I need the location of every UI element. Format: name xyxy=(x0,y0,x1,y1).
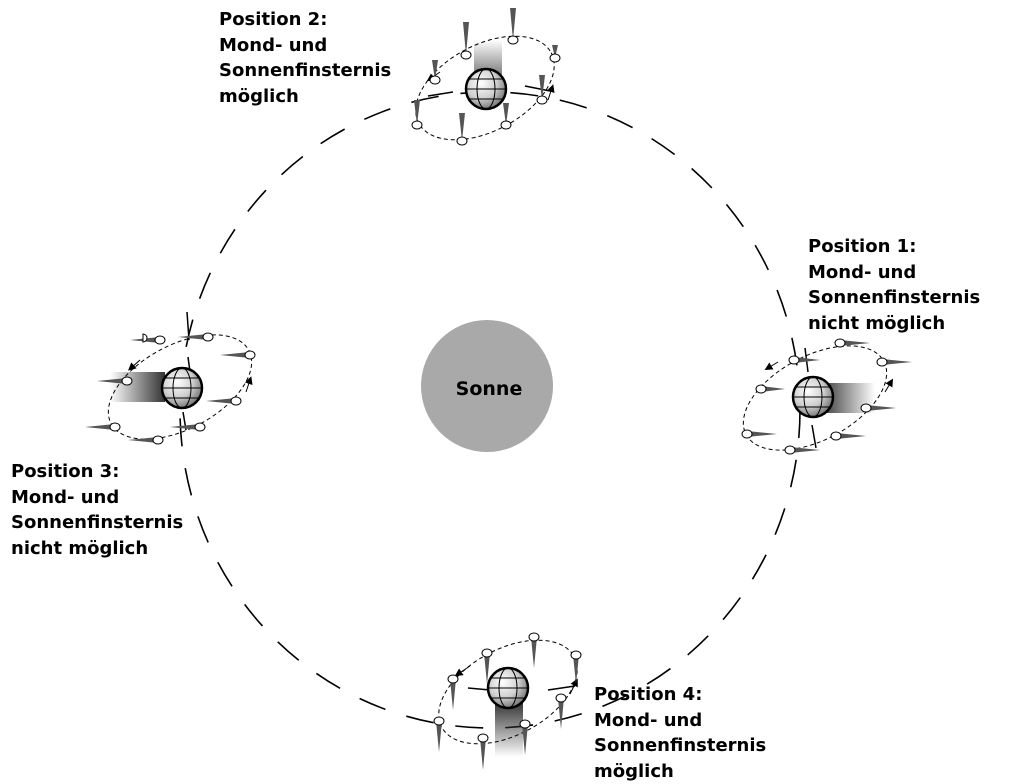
earth-system-position-3 xyxy=(85,312,269,461)
earth-globe-icon xyxy=(162,368,202,408)
earth-globe-icon xyxy=(488,668,528,708)
position-3-label: Position 3: Mond- und Sonnenfinsternis n… xyxy=(11,459,183,561)
orbit-direction-arrow xyxy=(570,682,576,694)
position-3-title: Position 3: xyxy=(11,459,183,485)
orbital-node-line xyxy=(428,92,453,96)
orbital-node-line xyxy=(525,86,550,91)
orbit-direction-arrow xyxy=(768,362,778,368)
orbit-direction-arrow xyxy=(548,88,552,100)
position-3-line: nicht möglich xyxy=(11,536,183,562)
earth-globe-icon xyxy=(466,69,506,109)
position-2-label: Position 2: Mond- und Sonnenfinsternis m… xyxy=(219,7,391,109)
earth-system-position-1 xyxy=(726,324,912,471)
position-4-title: Position 4: xyxy=(594,682,766,708)
position-1-line: Mond- und xyxy=(808,260,980,286)
orbital-node-line xyxy=(548,686,575,690)
position-3-line: Mond- und xyxy=(11,485,183,511)
position-3-line: Sonnenfinsternis xyxy=(11,510,183,536)
position-2-line: Sonnenfinsternis xyxy=(219,58,391,84)
earth-shadow xyxy=(110,372,165,402)
position-2-title: Position 2: xyxy=(219,7,391,33)
sun: Sonne xyxy=(421,320,553,452)
orbit-direction-arrow xyxy=(458,666,470,674)
earth-system-position-2 xyxy=(399,8,572,161)
position-4-line: Mond- und xyxy=(594,708,766,734)
orbit-direction-arrow xyxy=(885,382,891,392)
position-1-line: Sonnenfinsternis xyxy=(808,285,980,311)
position-1-line: nicht möglich xyxy=(808,311,980,337)
position-2-line: Mond- und xyxy=(219,33,391,59)
orbital-node-line xyxy=(468,688,490,690)
earth-shadow xyxy=(495,702,523,757)
position-1-label: Position 1: Mond- und Sonnenfinsternis n… xyxy=(808,234,980,336)
position-1-title: Position 1: xyxy=(808,234,980,260)
orbit-direction-arrow xyxy=(246,380,250,392)
position-4-line: möglich xyxy=(594,759,766,784)
position-2-line: möglich xyxy=(219,84,391,110)
position-4-label: Position 4: Mond- und Sonnenfinsternis m… xyxy=(594,682,766,784)
earth-globe-icon xyxy=(793,377,833,417)
orbital-node-line xyxy=(187,312,189,340)
position-4-line: Sonnenfinsternis xyxy=(594,733,766,759)
earth-system-position-4 xyxy=(422,619,595,770)
sun-label: Sonne xyxy=(456,378,523,400)
